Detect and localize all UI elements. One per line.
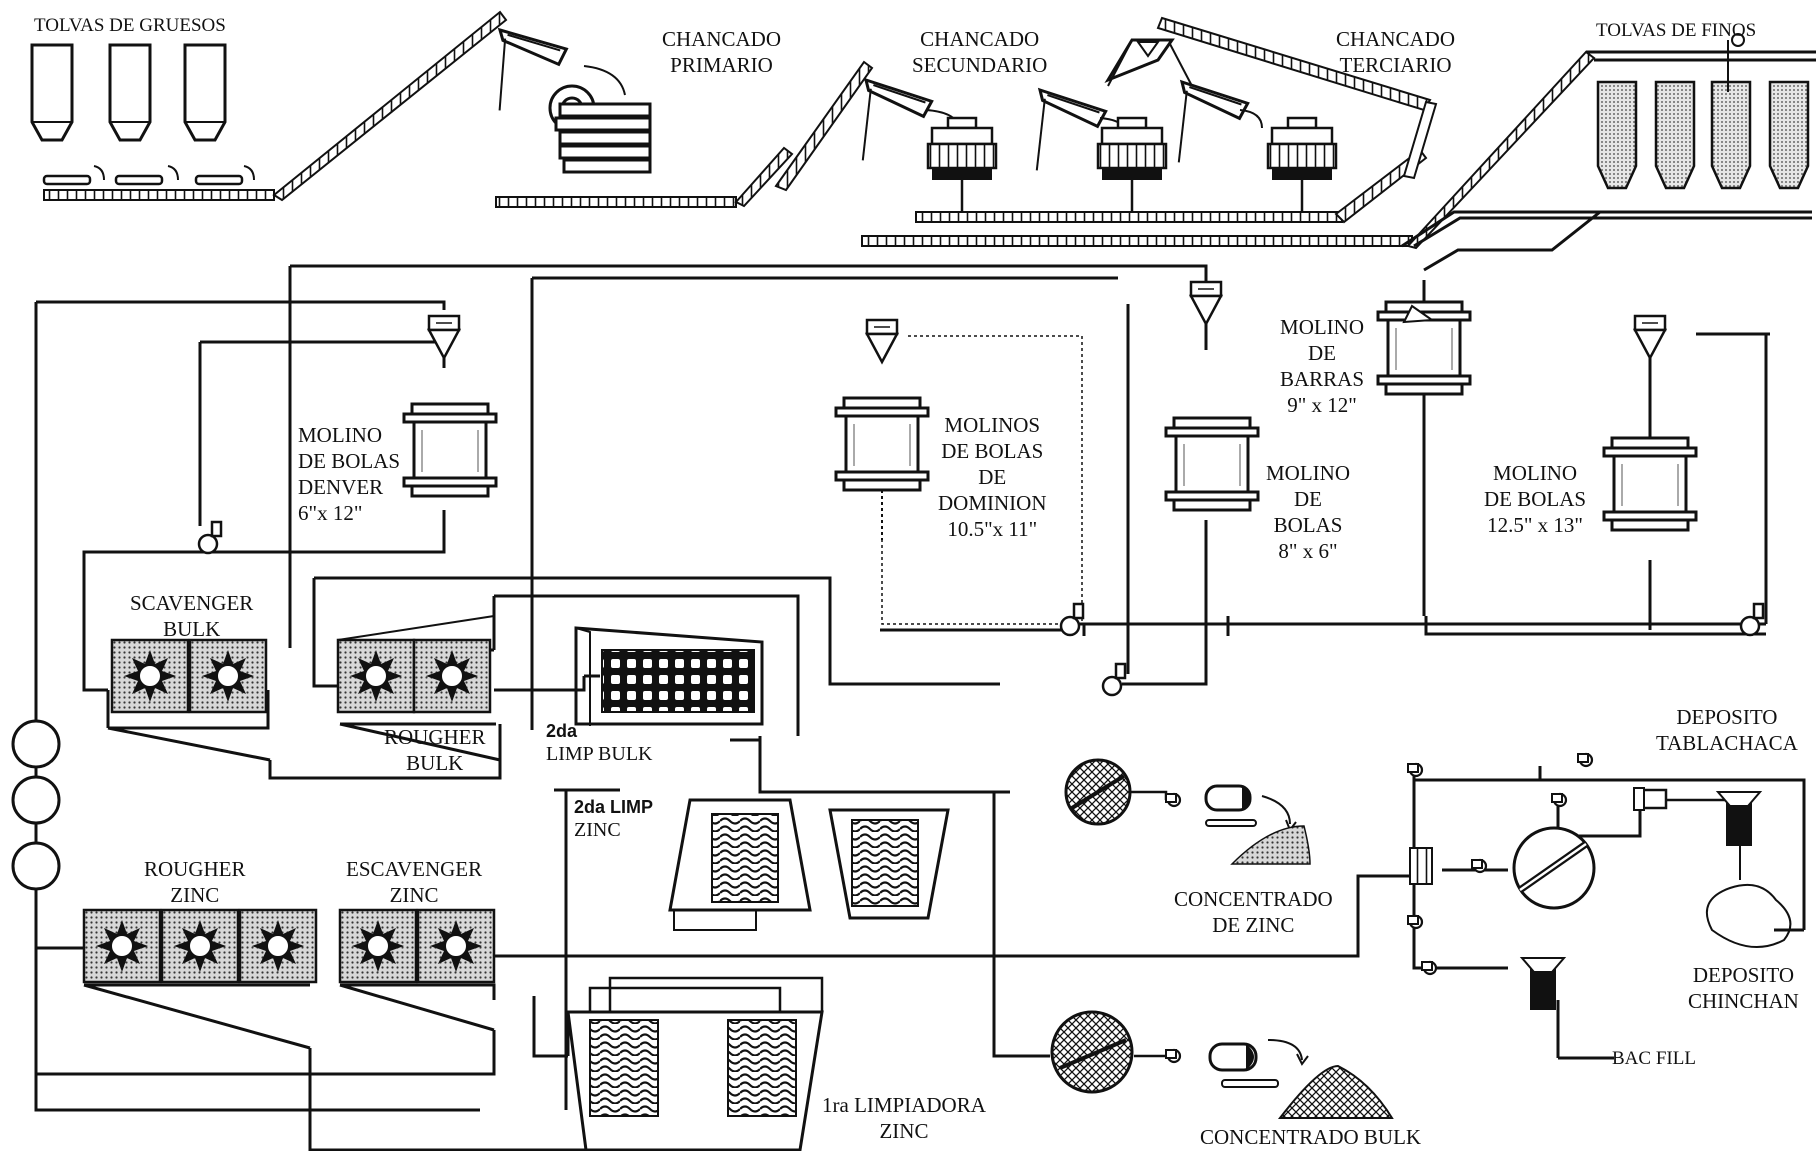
label-bac-fill: BAC FILL [1612, 1046, 1696, 1072]
zinc-filter [1066, 760, 1310, 864]
label-deposito-chinchan: DEPOSITO CHINCHAN [1688, 962, 1799, 1014]
label-chancado-primario: CHANCADO PRIMARIO [662, 26, 781, 78]
label-tolvas-finos: TOLVAS DE FINOS [1596, 18, 1756, 44]
scavenger-bulk-cells [112, 640, 266, 712]
fine-ore-bins [1598, 34, 1808, 188]
primary-jaw-crusher [492, 30, 650, 172]
label-rougher-zinc: ROUGHER ZINC [144, 856, 246, 908]
label-molinos-dominion: MOLINOS DE BOLAS DE DOMINION 10.5"x 11" [938, 412, 1047, 542]
label-molino-denver: MOLINO DE BOLAS DENVER 6"x 12" [298, 422, 400, 526]
label-molino-barras: MOLINO DE BARRAS 9" x 12" [1280, 314, 1364, 418]
label-limpiadora-1ra-zinc: 1ra LIMPIADORA ZINC [822, 1092, 986, 1144]
conveyor-belt-2 [496, 62, 872, 207]
rod-mill [1378, 302, 1470, 394]
label-molino-12x13: MOLINO DE BOLAS 12.5" x 13" [1484, 460, 1586, 538]
label-deposito-tablachaca: DEPOSITO TABLACHACA [1656, 704, 1798, 756]
rougher-bulk-cells [338, 616, 494, 712]
cone-crushers [928, 118, 1336, 214]
label-rougher-bulk: ROUGHER BULK [384, 724, 486, 776]
label-limp-bulk-2da: 2da LIMP BULK [546, 720, 652, 766]
second-cleaner-bulk [576, 628, 762, 726]
bulk-filter [1010, 1012, 1392, 1118]
pump-circles [13, 721, 59, 889]
mills-dominion [836, 320, 928, 540]
label-chancado-terciario: CHANCADO TERCIARIO [1336, 26, 1455, 78]
rougher-zinc-cells [84, 910, 316, 982]
label-tolvas-gruesos: TOLVAS DE GRUESOS [34, 13, 226, 39]
label-concentrado-bulk: CONCENTRADO BULK [1200, 1124, 1421, 1150]
label-concentrado-zinc: CONCENTRADO DE ZINC [1174, 886, 1333, 938]
label-escavenger-zinc: ESCAVENGER ZINC [346, 856, 482, 908]
label-scavenger-bulk: SCAVENGER BULK [130, 590, 253, 642]
label-limp-zinc-2da: 2da LIMP ZINC [574, 796, 653, 842]
second-cleaner-zinc [670, 800, 948, 930]
escavenger-zinc-cells [340, 910, 494, 982]
label-molino-8x6: MOLINO DE BOLAS 8" x 6" [1266, 460, 1350, 564]
label-chancado-secundario: CHANCADO SECUNDARIO [912, 26, 1047, 78]
mill-8x6 [1166, 282, 1258, 510]
coarse-ore-bins [32, 45, 254, 184]
first-cleaner-zinc [568, 978, 822, 1150]
